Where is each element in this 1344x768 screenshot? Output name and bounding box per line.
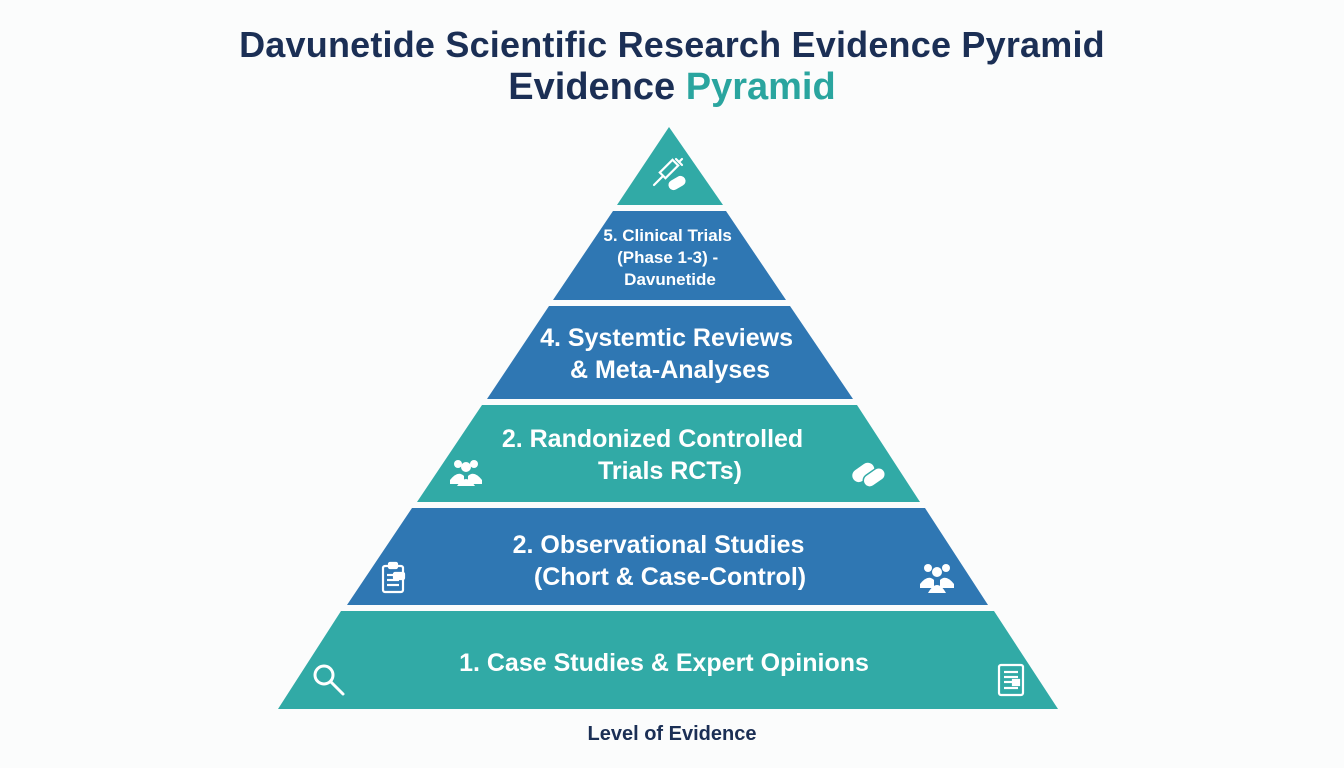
axis-caption: Level of Evidence <box>587 723 757 745</box>
tier-5-label: 5. Clinical Trials (Phase 1-3) - Davunet… <box>603 226 736 289</box>
clipboard-icon <box>381 561 406 594</box>
tier-apex <box>617 127 723 205</box>
people-icon <box>920 564 954 593</box>
tier-2 <box>347 508 988 605</box>
tier-4 <box>487 306 853 399</box>
tier-2-label: 2. Observational Studies (Chort & Case-C… <box>513 531 812 591</box>
tier-4-label: 4. Systemtic Reviews & Meta-Analyses <box>540 324 800 384</box>
syringe-pill-icon <box>652 157 686 191</box>
subtitle-word-pyramid: Pyramid <box>685 66 836 108</box>
page-title: Davunetide Scientific Research Evidence … <box>239 24 1105 65</box>
tier-1-label: 1. Case Studies & Expert Opinions <box>459 649 869 677</box>
document-icon <box>997 663 1025 697</box>
subtitle-word-evidence: Evidence <box>508 66 676 108</box>
tier-1 <box>278 611 1058 709</box>
people-icon <box>450 460 482 486</box>
tier-5 <box>553 211 786 300</box>
tier-3-label: 2. Randonized Controlled Trials RCTs) <box>502 425 810 485</box>
page-subtitle: Evidence Pyramid <box>0 66 1344 109</box>
pill-icon <box>852 462 887 488</box>
tier-3 <box>417 405 920 502</box>
magnifier-icon <box>313 664 345 696</box>
